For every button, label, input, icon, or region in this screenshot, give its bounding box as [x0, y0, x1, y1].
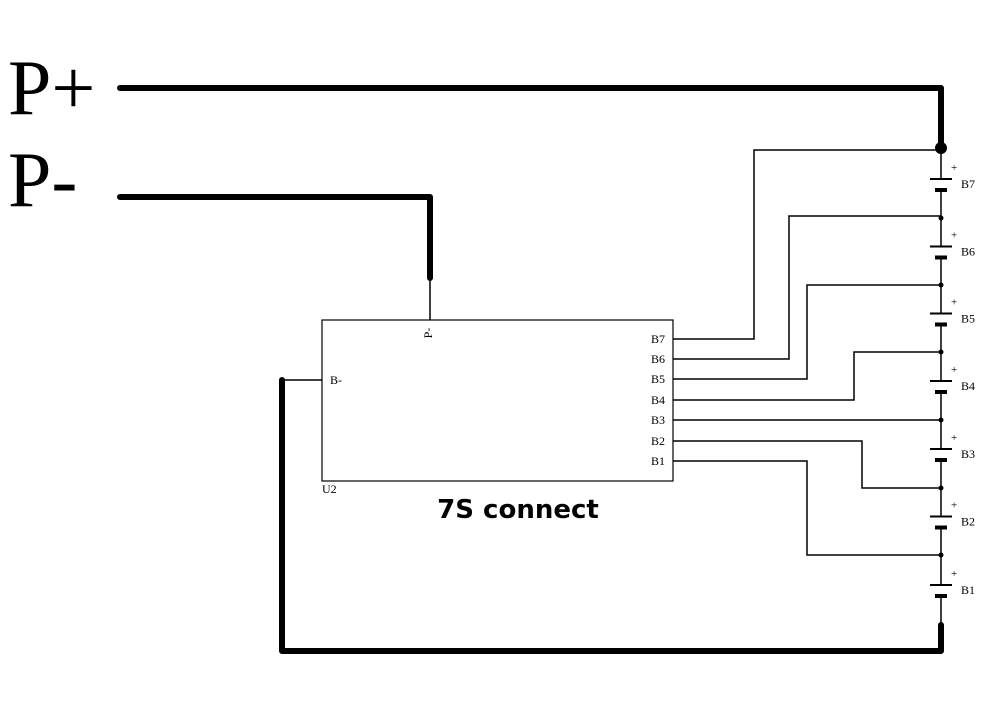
cell-label: B4: [961, 379, 975, 393]
pin-label-b1: B1: [651, 454, 665, 468]
balance-wire-b5: [673, 284, 941, 380]
cell-polarity-mark: +: [951, 297, 957, 309]
cell-label: B7: [961, 177, 975, 191]
cell-node-dot: [938, 215, 944, 221]
cell-b2: + B2: [930, 485, 975, 555]
balance-wire-b4: [673, 351, 941, 401]
cell-label: B2: [961, 515, 975, 529]
pin-label-p-minus: P-: [421, 328, 435, 339]
p-minus-label: P-: [8, 136, 77, 223]
balance-wire-b6: [673, 215, 941, 360]
cell-polarity-mark: +: [951, 162, 957, 174]
cell-polarity-mark: +: [951, 432, 957, 444]
cell-node-dot: [938, 282, 944, 288]
pin-label-b3: B3: [651, 413, 665, 427]
balance-wires: [673, 149, 941, 556]
cell-b3: + B3: [930, 417, 975, 488]
cell-polarity-mark: +: [951, 230, 957, 242]
pin-label-b7: B7: [651, 332, 665, 346]
bms-module-box: [321, 319, 674, 482]
p-plus-label: P+: [8, 44, 95, 131]
pin-label-b6: B6: [651, 352, 665, 366]
balance-wire-b7: [673, 149, 941, 340]
cell-b1: + B1: [930, 552, 975, 625]
cell-label: B1: [961, 583, 975, 597]
pin-label-b4: B4: [651, 393, 665, 407]
cell-polarity-mark: +: [951, 568, 957, 580]
cell-node-dot: [938, 417, 944, 423]
balance-wire-b2: [673, 440, 941, 489]
pin-label-b2: B2: [651, 434, 665, 448]
p-minus-wire: [117, 194, 433, 281]
cell-label: B3: [961, 447, 975, 461]
cell-b4: + B4: [930, 349, 975, 420]
cell-b6: + B6: [930, 215, 975, 285]
pin-label-b-minus: B-: [330, 373, 342, 387]
cell-b7: + B7: [930, 147, 975, 218]
cell-label: B6: [961, 245, 975, 259]
cell-polarity-mark: +: [951, 500, 957, 512]
cell-label: B5: [961, 312, 975, 326]
cell-node-dot: [938, 147, 944, 153]
balance-wire-b1: [673, 460, 941, 556]
cell-node-dot: [938, 485, 944, 491]
pin-label-b5: B5: [651, 372, 665, 386]
cell-node-dot: [938, 552, 944, 558]
module-caption: 7S connect: [437, 495, 599, 525]
cell-node-dot: [938, 349, 944, 355]
cell-stack: + B7 + B6 + B5 + B4 + B3 + B2 + B1: [930, 147, 975, 625]
cell-b5: + B5: [930, 282, 975, 352]
cell-polarity-mark: +: [951, 364, 957, 376]
p-plus-wire: [117, 85, 944, 151]
module-designator: U2: [322, 482, 337, 496]
b-minus-wire: [279, 377, 944, 654]
